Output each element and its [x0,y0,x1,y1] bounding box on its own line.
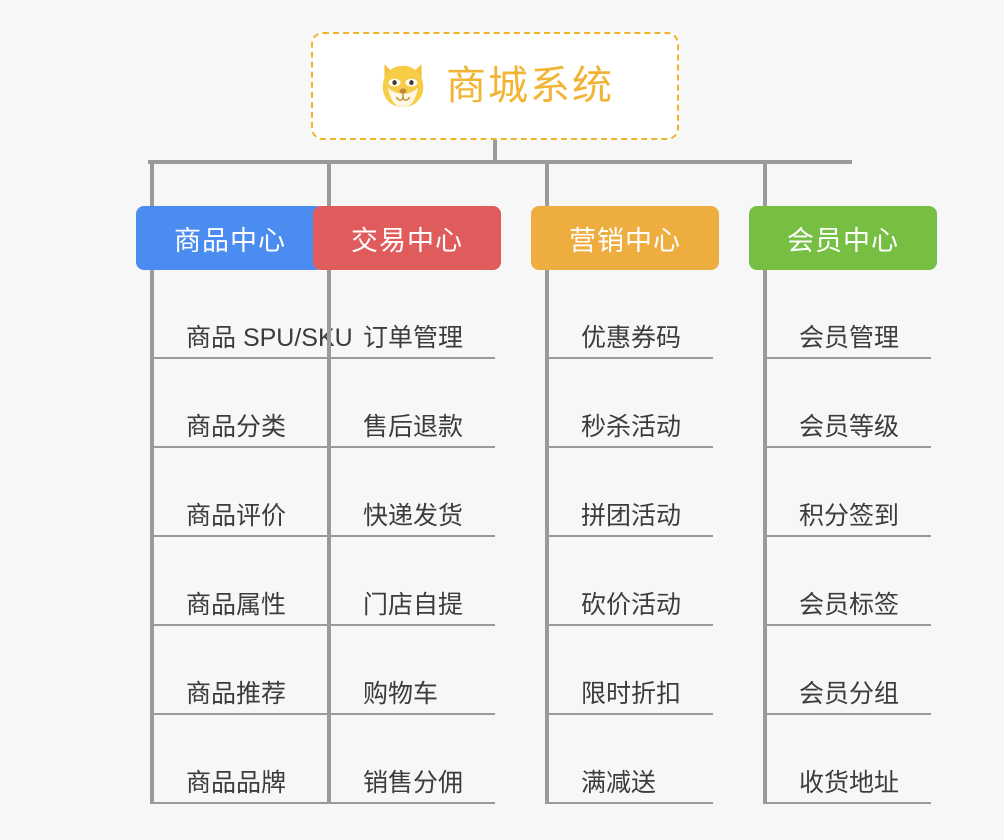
shiba-dog-face-icon [382,64,424,108]
root-connector-stem [493,140,497,164]
branch-header-label: 商品中心 [174,225,286,256]
leaf-label: 限时折扣 [581,680,682,709]
root-node[interactable]: 商城系统 [311,32,679,140]
leaf-item[interactable]: 商品 SPU/SKU [150,270,366,359]
leaf-label: 会员标签 [799,591,900,620]
leaf-item[interactable]: 售后退款 [327,359,495,448]
leaf-label: 积分签到 [799,502,900,531]
leaf-item[interactable]: 商品属性 [150,537,366,626]
leaf-label: 快递发货 [363,502,464,531]
leaf-label: 优惠券码 [581,324,682,353]
leaf-label: 满减送 [581,769,657,798]
leaf-item[interactable]: 商品分类 [150,359,366,448]
leaf-item[interactable]: 优惠券码 [545,270,713,359]
leaf-item[interactable]: 商品品牌 [150,715,366,804]
leaf-item[interactable]: 门店自提 [327,537,495,626]
branch-header-0[interactable]: 商品中心 [136,206,324,270]
leaf-item[interactable]: 会员分组 [763,626,931,715]
leaf-label: 销售分佣 [363,769,464,798]
leaf-item[interactable]: 拼团活动 [545,448,713,537]
leaf-list: 商品 SPU/SKU 商品分类商品评价商品属性商品推荐商品品牌 [150,270,366,804]
leaf-label: 门店自提 [363,591,464,620]
leaf-label: 会员等级 [799,413,900,442]
leaf-list: 会员管理会员等级积分签到会员标签会员分组收货地址 [763,270,931,804]
leaf-label: 砍价活动 [581,591,682,620]
leaf-label: 商品属性 [186,591,287,620]
leaf-label: 秒杀活动 [581,413,682,442]
leaf-list: 订单管理售后退款快递发货门店自提购物车销售分佣 [327,270,495,804]
branch-header-label: 会员中心 [787,225,899,256]
branch-drop-connector [763,160,767,208]
leaf-item[interactable]: 会员标签 [763,537,931,626]
leaf-label: 购物车 [363,680,439,709]
leaf-label: 售后退款 [363,413,464,442]
leaf-item[interactable]: 秒杀活动 [545,359,713,448]
branch-header-1[interactable]: 交易中心 [313,206,501,270]
leaf-label: 订单管理 [363,324,464,353]
leaf-item[interactable]: 满减送 [545,715,713,804]
leaf-label: 商品评价 [186,502,287,531]
branch-bus-connector [148,160,852,164]
leaf-label: 收货地址 [799,769,900,798]
branch-drop-connector [545,160,549,208]
leaf-item[interactable]: 会员等级 [763,359,931,448]
branch-spine-connector [150,270,154,804]
root-title: 商城系统 [446,64,614,108]
leaf-label: 商品品牌 [186,769,287,798]
leaf-label: 商品分类 [186,413,287,442]
leaf-item[interactable]: 砍价活动 [545,537,713,626]
leaf-list: 优惠券码秒杀活动拼团活动砍价活动限时折扣满减送 [545,270,713,804]
branch-spine-connector [545,270,549,804]
leaf-item[interactable]: 商品评价 [150,448,366,537]
branch-header-2[interactable]: 营销中心 [531,206,719,270]
branch-spine-connector [763,270,767,804]
leaf-item[interactable]: 快递发货 [327,448,495,537]
leaf-item[interactable]: 购物车 [327,626,495,715]
branch-header-3[interactable]: 会员中心 [749,206,937,270]
leaf-label: 拼团活动 [581,502,682,531]
branch-drop-connector [327,160,331,208]
leaf-item[interactable]: 订单管理 [327,270,495,359]
branch-header-label: 交易中心 [351,225,463,256]
branch-drop-connector [150,160,154,208]
leaf-item[interactable]: 限时折扣 [545,626,713,715]
branch-spine-connector [327,270,331,804]
leaf-item[interactable]: 积分签到 [763,448,931,537]
branch-header-label: 营销中心 [569,225,681,256]
leaf-label: 商品推荐 [186,680,287,709]
leaf-item[interactable]: 收货地址 [763,715,931,804]
leaf-label: 会员管理 [799,324,900,353]
leaf-item[interactable]: 商品推荐 [150,626,366,715]
leaf-item[interactable]: 销售分佣 [327,715,495,804]
leaf-label: 会员分组 [799,680,900,709]
leaf-label: 商品 SPU/SKU [186,324,353,353]
leaf-item[interactable]: 会员管理 [763,270,931,359]
